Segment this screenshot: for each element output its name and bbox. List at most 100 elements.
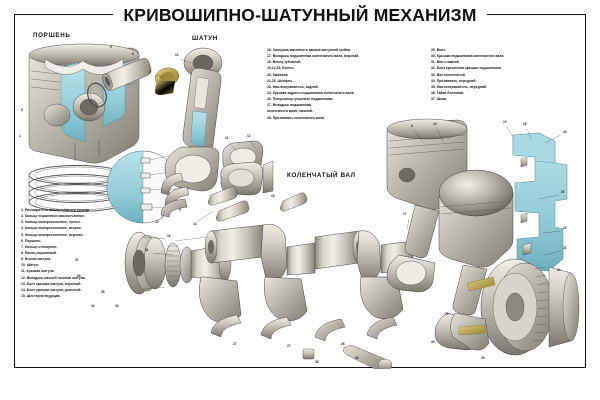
svg-text:29: 29 [445, 312, 449, 316]
caption-conrod: ШАТУН [192, 35, 218, 42]
svg-text:5: 5 [110, 45, 112, 49]
crankshaft-drawing: 37 36 35 34 33 31 16 17 27 27 26 38 32 [75, 192, 414, 369]
legend-left-item: 14. Болт крышки шатуна, длинный. [21, 287, 82, 292]
rod-cap-drawing [207, 140, 274, 222]
legend-left-item: 10. Шатун. [21, 263, 39, 268]
legend-right-item: 35. Маслоотражатель, передний. [431, 84, 488, 89]
legend-column-left: 1. Расширитель маслосъёмного кольца. 2. К… [21, 207, 149, 299]
conrod-bush-drawing [154, 67, 180, 96]
svg-text:27: 27 [287, 344, 291, 348]
legend-left-item: 13. Болт крышки шатуна, короткий. [21, 281, 82, 286]
legend-left-item: 3. Кольцо компрессионное, третье. [21, 220, 82, 225]
legend-column-middle: 16. Заглушка масляного канала шатунной ш… [267, 47, 419, 121]
legend-middle-item: 18. Венец зубчатый. [267, 60, 302, 65]
legend-right-item: 34. Противовес, передний. [431, 78, 477, 83]
ring-groove-detail-drawing [106, 150, 180, 224]
legend-column-right: 29. Винт.30. Крышка подшипника коленчато… [431, 47, 571, 102]
pulley-drawing [124, 231, 167, 295]
svg-text:19: 19 [503, 120, 507, 124]
legend-left-item: 12. Вкладыш нижней головки шатуна. [21, 275, 86, 280]
legend-middle-item: 23. Маслоотражатель, задний. [267, 84, 319, 89]
legend-right-item: 36. Гайка болтовая. [431, 90, 465, 95]
svg-text:8: 8 [21, 108, 23, 112]
svg-text:6: 6 [132, 52, 134, 56]
svg-text:21: 21 [561, 190, 565, 194]
legend-middle-item: коленчатого вала, нижний. [267, 109, 313, 114]
conrod-callouts: 10 9 11 12 13 14 15 [149, 53, 275, 226]
rear-bearing-cap-drawing [450, 276, 496, 351]
legend-right-item: 30. Крышка подшипника коленчатого вала. [431, 54, 505, 59]
svg-text:10: 10 [433, 122, 437, 126]
svg-text:36: 36 [77, 274, 81, 278]
legend-middle-item: 24. Крышка заднего подшипника коленчатог… [267, 90, 355, 95]
svg-text:26: 26 [341, 342, 345, 346]
svg-text:17: 17 [403, 212, 407, 216]
svg-text:12: 12 [247, 134, 251, 138]
technical-illustration: 5 6 7 8 1 2 3 4 5 [19, 43, 580, 369]
svg-text:33: 33 [115, 304, 119, 308]
bearing-shells-drawing [160, 172, 190, 218]
svg-text:22: 22 [563, 226, 567, 230]
svg-text:7: 7 [85, 60, 87, 64]
hardware-drawing [279, 192, 393, 369]
connecting-rod-assembly-drawing: 10 9 11 12 13 14 15 [149, 47, 275, 226]
piston-pin-drawing [102, 58, 152, 91]
legend-middle-item: 26. Полукольцо упорного подшипника. [267, 97, 334, 102]
svg-text:31: 31 [145, 248, 149, 252]
svg-text:14: 14 [193, 222, 197, 226]
legend-middle-item: 28. Противовес коленчатого вала. [267, 115, 326, 120]
legend-middle-item: 21,25. Штифты. [267, 78, 294, 83]
svg-text:23: 23 [563, 246, 567, 250]
piston-assembly-drawing: 5 6 7 8 1 2 3 4 5 [19, 43, 181, 224]
svg-text:37: 37 [75, 258, 79, 262]
svg-text:32: 32 [355, 356, 359, 360]
caption-crankshaft: КОЛЕНЧАТЫЙ ВАЛ [287, 172, 356, 179]
svg-text:24: 24 [557, 268, 561, 272]
legend-middle-item: 16. Заглушка масляного канала шатунной ш… [267, 48, 351, 52]
ring-gear-teeth-drawing [532, 266, 548, 342]
svg-text:18: 18 [523, 122, 527, 126]
legend-left-item: 2. Кольцо поршневое маслосъёмное. [21, 214, 85, 219]
legend-left-item: 11. Крышка шатуна. [21, 269, 55, 274]
legend-right-item: 37. Шкив. [431, 97, 448, 102]
legend-left-item: 1. Расширитель маслосъёмного кольца. [21, 208, 90, 212]
snap-ring-drawing [87, 82, 107, 108]
legend-left-item: 15. Шестерня ведущая. [21, 293, 61, 298]
svg-text:5: 5 [179, 208, 181, 212]
block-section-cyan-drawing [512, 132, 568, 272]
svg-text:9: 9 [149, 70, 151, 74]
legend-middle-item: 27. Вкладыш подшипника [267, 103, 312, 108]
caption-piston: ПОРШЕНЬ [33, 32, 71, 39]
svg-text:20: 20 [563, 130, 567, 134]
svg-text:15: 15 [271, 194, 275, 198]
svg-text:34: 34 [91, 304, 95, 308]
legend-middle-item: 20. Маховик. [267, 72, 289, 77]
svg-text:16: 16 [167, 234, 171, 238]
legend-right-item: 32. Болт крепления крышки подшипника. [431, 66, 502, 71]
legend-left-item: 6. Поршень. [21, 238, 42, 243]
flywheel-drawing [480, 258, 580, 356]
engine-block-section-drawing: 6 10 19 18 20 21 22 23 24 29 30 25 [386, 118, 580, 360]
legend-right-item: 31. Вал стяжной. [431, 60, 460, 65]
svg-text:27: 27 [233, 342, 237, 346]
svg-text:35: 35 [101, 290, 105, 294]
svg-text:6: 6 [411, 124, 413, 128]
svg-text:30: 30 [431, 340, 435, 344]
legend-left-item: 5. Кольцо компрессионное, верхнее. [21, 232, 84, 237]
svg-text:38: 38 [315, 360, 319, 364]
svg-text:13: 13 [155, 220, 159, 224]
legend-left-item: 4. Кольцо компрессионное, второе. [21, 226, 82, 231]
legend-middle-item: 19,22,38. Болты. [267, 66, 295, 71]
poster-frame: КРИВОШИПНО-ШАТУННЫЙ МЕХАНИЗМ ПОРШЕНЬ ШАТ… [14, 5, 586, 369]
svg-text:25: 25 [481, 356, 485, 360]
svg-text:11: 11 [225, 136, 229, 140]
main-bearing-shells-drawing [210, 314, 398, 342]
legend-left-item: 8. Палец поршневой. [21, 250, 57, 255]
svg-text:1: 1 [19, 134, 21, 138]
legend-left-item: 9. Втулка шатуна. [21, 257, 52, 262]
legend-left-item: 7. Кольцо стопорное. [21, 244, 58, 249]
legend-right-item: 33. Вал коленчатый. [431, 72, 466, 77]
svg-text:10: 10 [175, 53, 179, 57]
crankshaft-callouts: 37 36 35 34 33 31 16 17 27 27 26 38 32 [75, 212, 410, 364]
block-callouts: 6 10 19 18 20 21 22 23 24 29 30 25 [411, 120, 567, 360]
